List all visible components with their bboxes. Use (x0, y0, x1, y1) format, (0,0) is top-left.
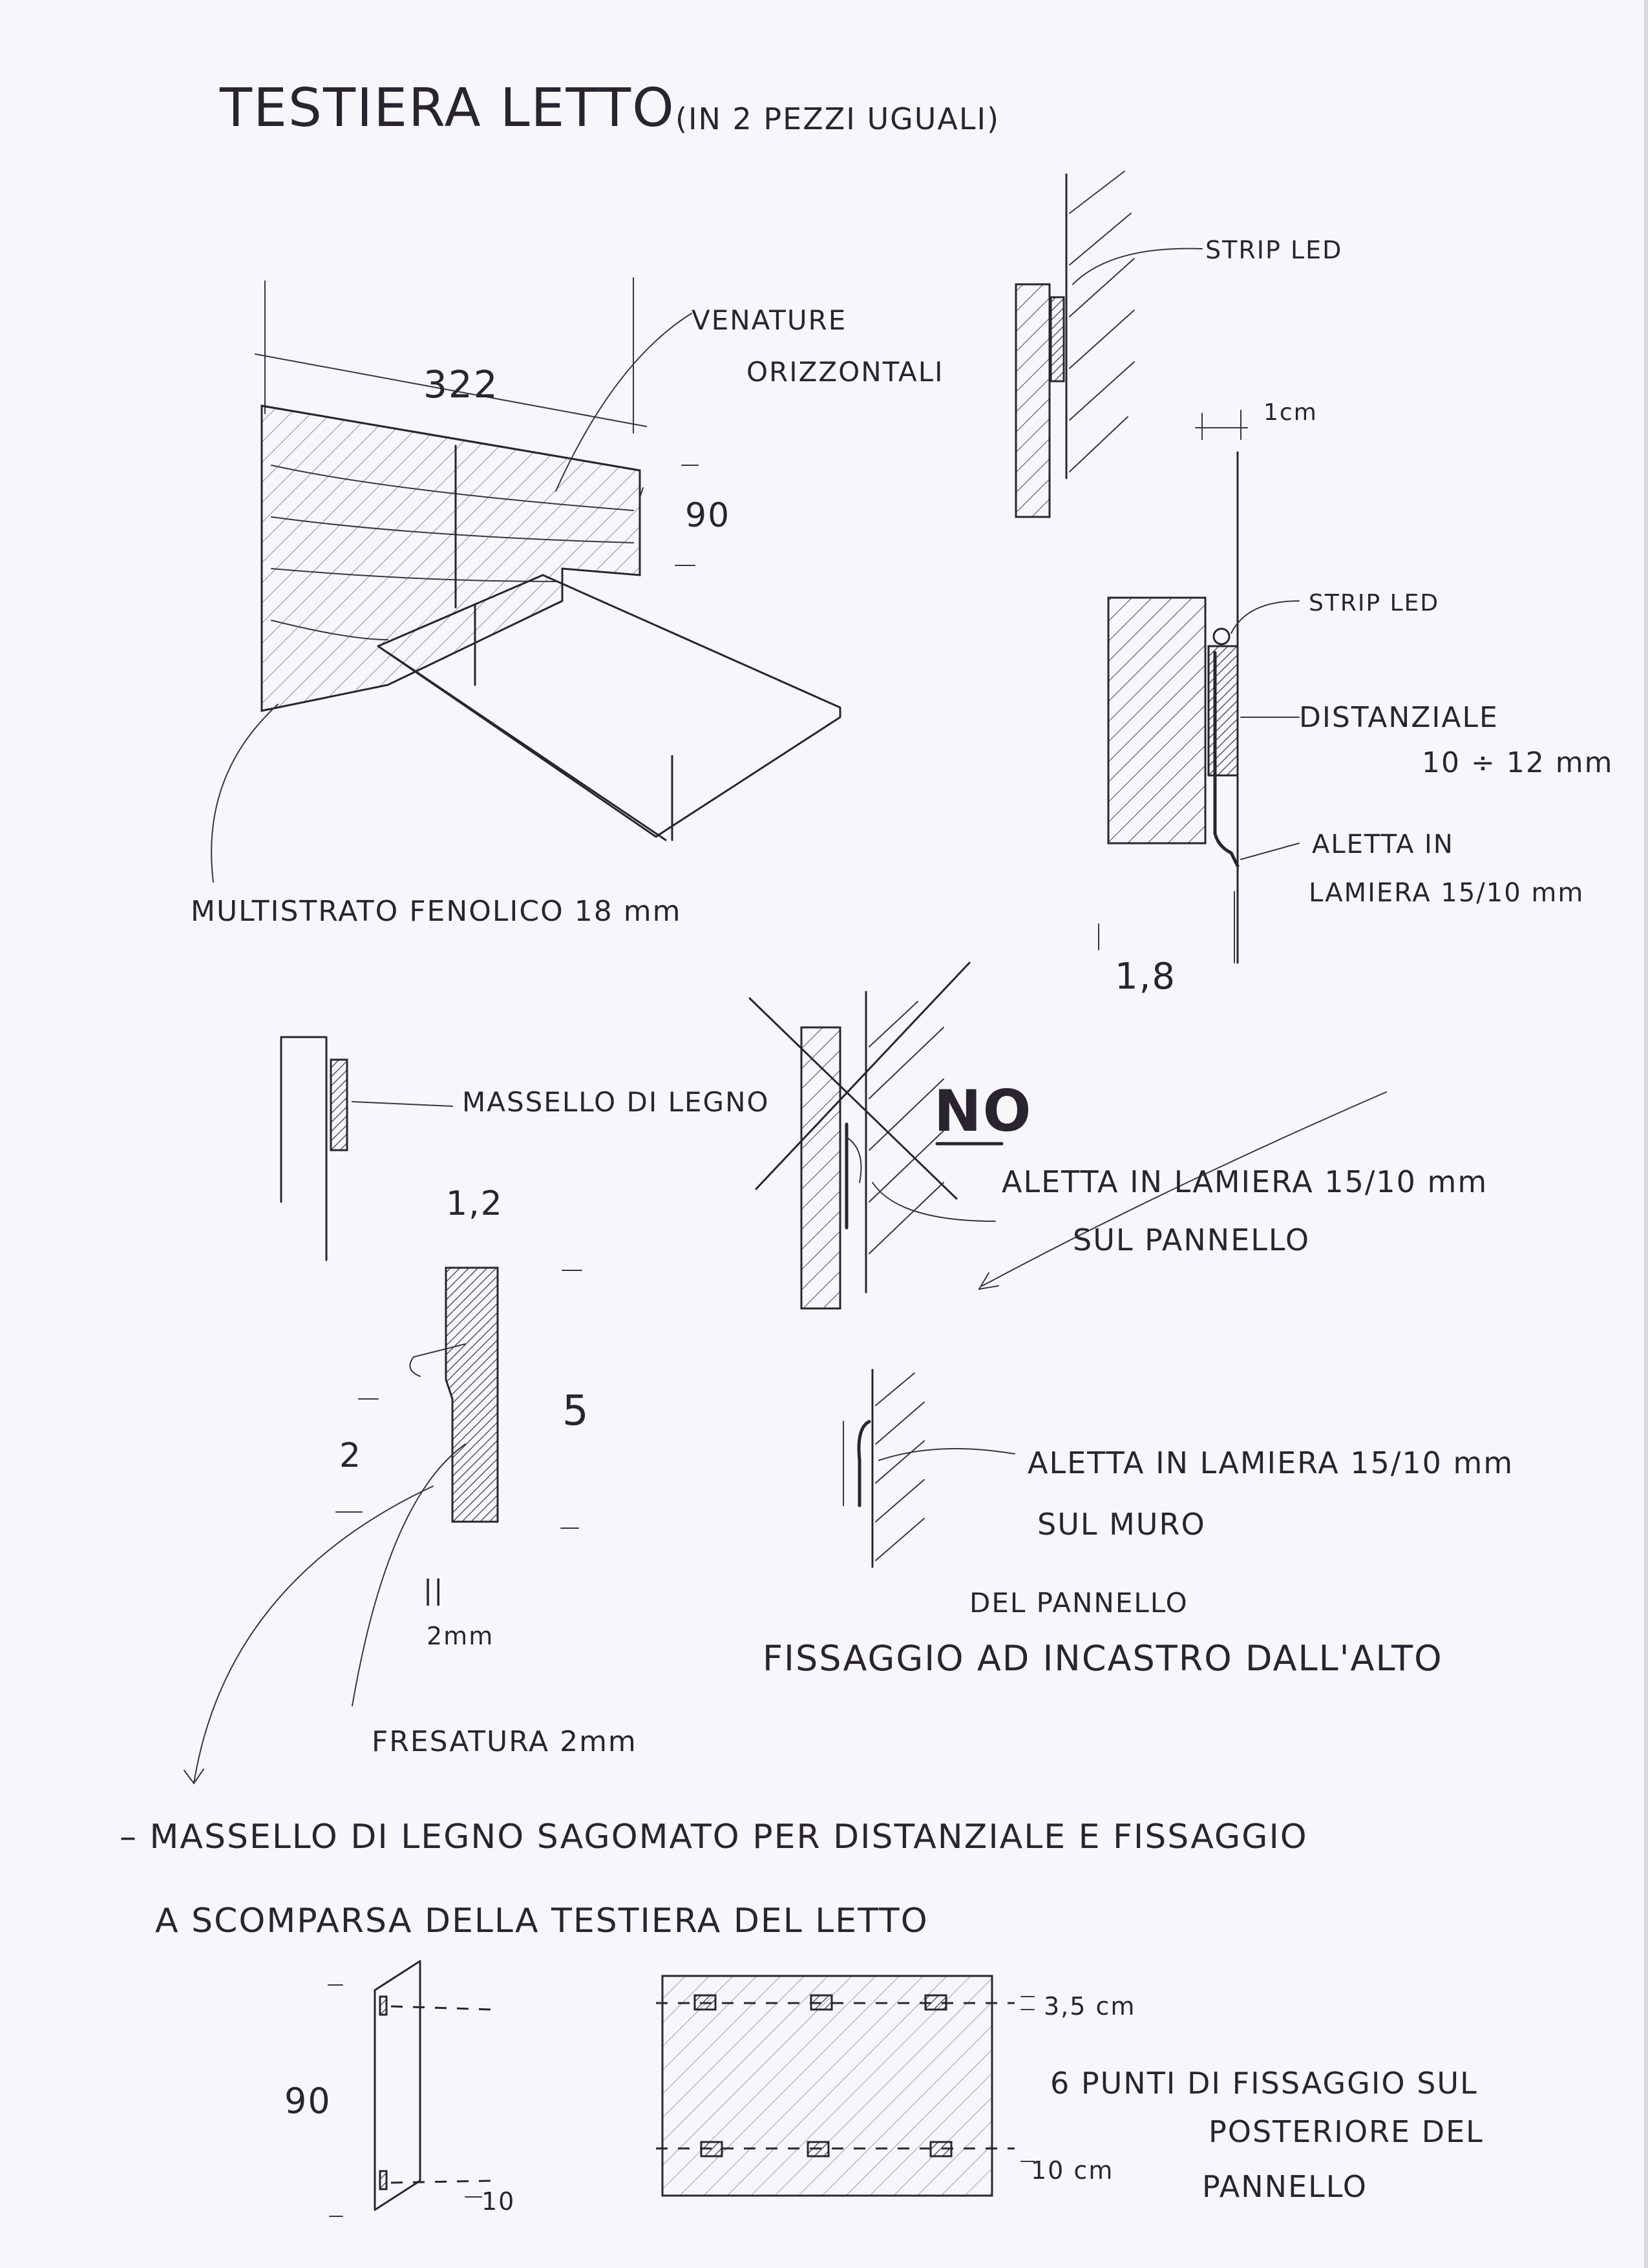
paper-edge (1644, 0, 1648, 2268)
panel-section-2 (1107, 596, 1207, 845)
fix-point-1 (693, 1994, 717, 2011)
aletta-panel-label-1: ALETTA IN LAMIERA 15/10 mm (1002, 1164, 1488, 1199)
fix-point-4 (700, 2141, 723, 2158)
massello-small (330, 1058, 348, 1151)
distanziale-block (1207, 645, 1239, 777)
strip-led-block (1050, 296, 1065, 383)
fix-point-2 (810, 1994, 833, 2011)
points-label-2: POSTERIORE DEL (1209, 2114, 1484, 2149)
aletta-muro (857, 1420, 871, 1507)
dim-bottom-1: || (423, 1574, 444, 1606)
panel-section (1015, 283, 1051, 518)
venature-label-2: ORIZZONTALI (746, 356, 944, 388)
page-title: TESTIERA LETTO (219, 78, 675, 139)
panel-sketch (211, 277, 841, 883)
bottom-side-view (328, 1960, 492, 2217)
dim-left: 2 (339, 1436, 362, 1475)
aletta-muro-label-2: SUL MURO (1037, 1507, 1206, 1542)
detail-massello (184, 1036, 582, 1785)
dim-right: 5 (562, 1387, 590, 1435)
dim-width: 322 (423, 362, 499, 406)
led-dot (1212, 627, 1231, 646)
aletta-panel-label-2: SUL PANNELLO (1073, 1223, 1310, 1257)
points-label-1: 6 PUNTI DI FISSAGGIO SUL (1050, 2066, 1478, 2101)
fissaggio-insert: DEL PANNELLO (969, 1587, 1188, 1619)
bottom-back-view (656, 1975, 1035, 2197)
aletta-label-1: ALETTA IN (1312, 830, 1454, 859)
detail-strip-led-top (1015, 171, 1248, 518)
fissaggio-label: FISSAGGIO AD INCASTRO DALL'ALTO (763, 1638, 1443, 1679)
bottom-dim-label: 10 cm (1031, 2156, 1114, 2185)
note-line-1: – MASSELLO DI LEGNO SAGOMATO PER DISTANZ… (120, 1818, 1308, 1856)
aletta-muro-label-1: ALETTA IN LAMIERA 15/10 mm (1028, 1445, 1514, 1480)
fix-point-6 (929, 2141, 953, 2158)
material-label: MULTISTRATO FENOLICO 18 mm (191, 895, 681, 928)
title-note: (IN 2 PEZZI UGUALI) (675, 101, 1000, 136)
headboard-panel (260, 404, 641, 712)
venature-label-1: VENATURE (692, 304, 847, 336)
dim-top: 1,2 (446, 1184, 503, 1223)
distanziale-dim: 10 ÷ 12 mm (1422, 746, 1614, 779)
dim-height: 90 (685, 496, 730, 535)
fix-point-3 (924, 1994, 947, 2011)
no-label: NO (934, 1078, 1032, 1144)
venature-leader (555, 313, 692, 492)
side-dim-label: 10 (481, 2187, 515, 2216)
fresatura-label: FRESATURA 2mm (372, 1725, 637, 1758)
aletta-shape (1213, 651, 1240, 868)
detail-muro (843, 1369, 1015, 1568)
side-panel (374, 1960, 421, 2211)
note-line-2: A SCOMPARSA DELLA TESTIERA DEL LETTO (155, 1902, 929, 1940)
cross-line-2 (755, 961, 971, 1190)
massello-profile (445, 1266, 499, 1523)
top-dim-label: 3,5 cm (1044, 1992, 1136, 2021)
distanziale-label: DISTANZIALE (1299, 701, 1499, 734)
strip-led-label: STRIP LED (1205, 236, 1342, 264)
strip-led-label-2: STRIP LED (1309, 590, 1439, 616)
side-height-label: 90 (284, 2081, 332, 2121)
detail-strip-led-section (1098, 451, 1300, 964)
aletta-label-2: LAMIERA 15/10 mm (1309, 878, 1584, 908)
detail-no (748, 961, 1387, 1310)
gap-label: 1cm (1263, 399, 1318, 426)
panel-section-no (800, 1026, 841, 1310)
fix-point-5 (807, 2141, 830, 2158)
massello-label: MASSELLO DI LEGNO (462, 1086, 770, 1118)
headboard-top-edge (260, 404, 641, 576)
dim-bottom-2: 2mm (427, 1622, 494, 1650)
back-panel (661, 1975, 993, 2197)
cross-line-1 (748, 997, 958, 1200)
thickness-label: 1,8 (1115, 956, 1176, 998)
points-label-3: PANNELLO (1202, 2169, 1368, 2204)
no-arrow (982, 1091, 1387, 1286)
